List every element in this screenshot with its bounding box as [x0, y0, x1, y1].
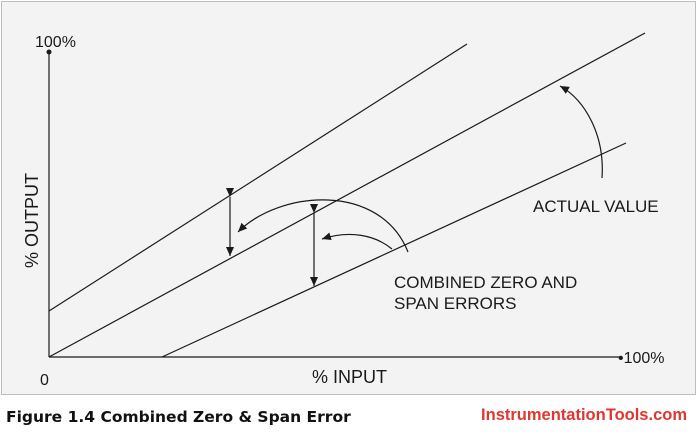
upper-error-line — [48, 43, 468, 312]
lower-error-line — [161, 142, 627, 358]
site-credit: InstrumentationTools.com — [481, 406, 687, 424]
y-axis-top-label: 100% — [35, 34, 76, 51]
pointer-arrow-to-actual-value — [559, 85, 603, 179]
actual-value-label: ACTUAL VALUE — [533, 197, 659, 216]
x-axis-title: % INPUT — [312, 367, 387, 387]
y-axis-title: % OUTPUT — [22, 173, 42, 268]
origin-label: 0 — [40, 372, 49, 389]
figure-caption: Figure 1.4 Combined Zero & Span Error — [6, 408, 351, 426]
actual-value-line — [48, 32, 646, 358]
pointer-arrow-to-right-error — [321, 232, 393, 250]
diagram-frame — [1, 1, 696, 395]
pointer-arrow-to-left-error — [237, 199, 409, 253]
x-axis-end-label: •100% — [618, 350, 665, 367]
y-axis-end-dot — [46, 49, 52, 55]
errors-label-line1: COMBINED ZERO AND — [394, 273, 577, 292]
errors-label-line2: SPAN ERRORS — [394, 294, 517, 313]
